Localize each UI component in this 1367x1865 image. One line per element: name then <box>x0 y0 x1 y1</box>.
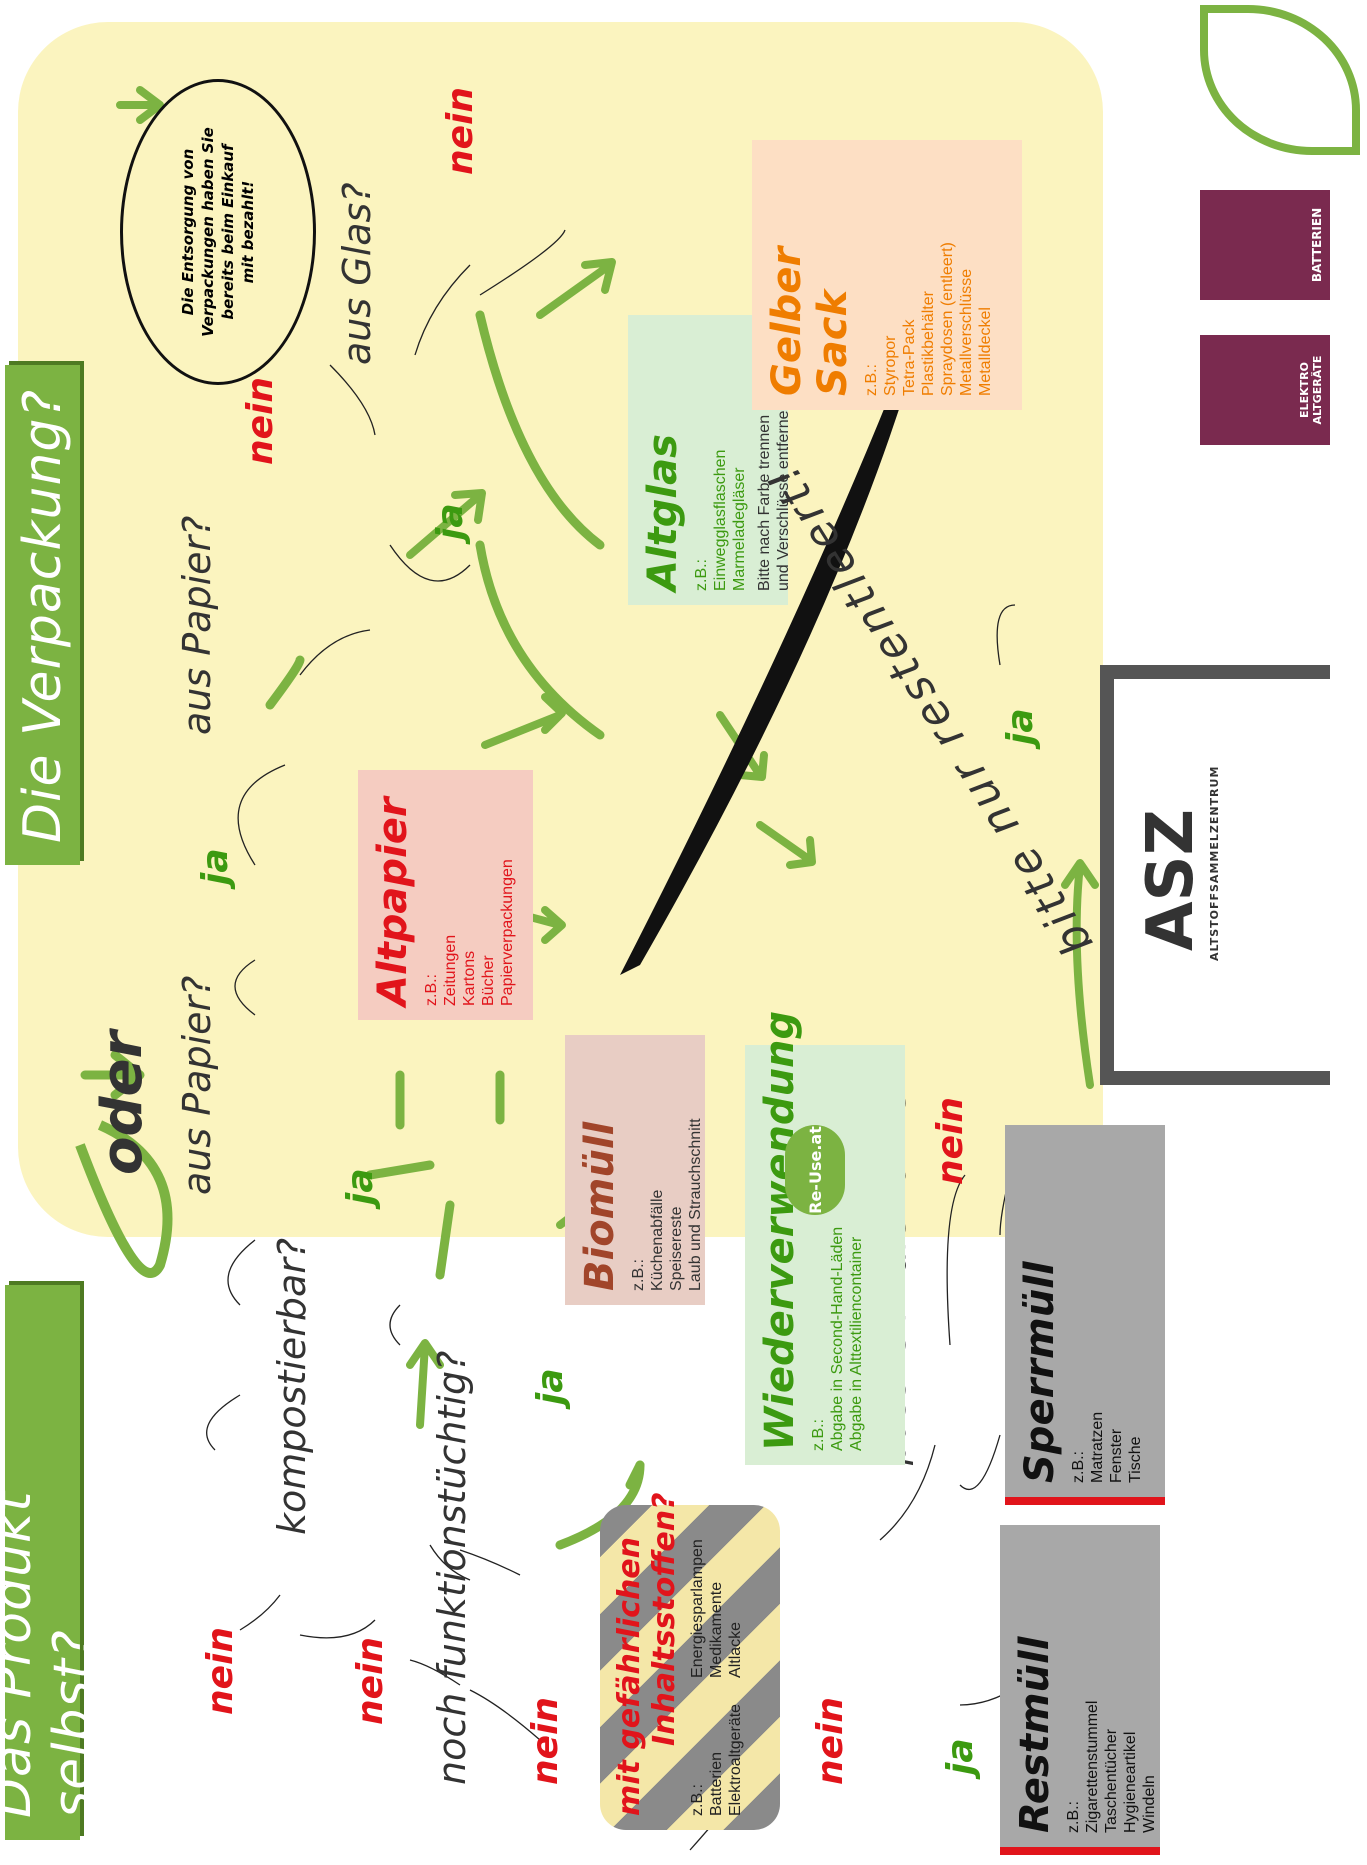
wiederverwendung-title: Wiederverwendung <box>757 1010 803 1451</box>
oder-label: oder <box>90 1030 155 1175</box>
answer-nein-6: nein <box>440 86 481 175</box>
biomuell-items: z.B.: Küchenabfälle Speisereste Laub und… <box>630 1118 704 1291</box>
question-compost: kompostierbar? <box>270 1237 314 1535</box>
asz-building: ASZ ALTSTOFFSAMMELZENTRUM <box>1100 665 1330 1085</box>
question-paper-packaging: aus Papier? <box>175 515 219 735</box>
asz-title: ASZ <box>1134 808 1208 951</box>
question-functional: noch funktionstüchtig? <box>430 1350 474 1785</box>
answer-nein-4: nein <box>810 1696 851 1785</box>
question-glass: aus Glas? <box>335 182 379 365</box>
gefaehrlich-title-2: Inhaltsstoffen? <box>647 1492 682 1747</box>
sperrmuell-items: z.B.: Matratzen Fenster Tische <box>1070 1411 1144 1483</box>
gefaehrlich-title-1: mit gefährlichen <box>612 1536 647 1816</box>
box-restmuell: Restmüll z.B.: Zigarettenstummel Taschen… <box>1000 1525 1160 1855</box>
wiederverwendung-items: z.B.: Abgabe in Second-Hand-Läden Abgabe… <box>810 1226 865 1451</box>
answer-nein-5: nein <box>240 376 281 465</box>
question-paper-product: aus Papier? <box>175 975 219 1195</box>
reuse-logo-suffix: .at <box>805 1126 825 1151</box>
answer-ja-6: ja <box>1000 708 1041 745</box>
altpapier-items: z.B.: Zeitungen Kartons Bücher Papierver… <box>423 859 516 1006</box>
answer-ja-5: ja <box>940 1738 981 1775</box>
sperrmuell-title: Sperrmüll <box>1017 1261 1063 1483</box>
speech-bubble: Die Entsorgung von Verpackungen haben Si… <box>120 79 316 385</box>
altglas-title: Altglas <box>640 434 686 591</box>
box-gelber-sack: Gelber Sack z.B.: Styropor Tetra-Pack Pl… <box>752 140 1022 410</box>
reuse-logo: Re-Use.at <box>785 1125 845 1215</box>
gefaehrlich-col1: z.B.: Batterien Elektroaltgeräte <box>689 1703 744 1816</box>
restmuell-title: Restmüll <box>1012 1636 1058 1833</box>
gelber-sack-items: z.B.: Styropor Tetra-Pack Plastikbehälte… <box>863 242 994 396</box>
answer-ja-4: ja <box>530 1368 571 1405</box>
biomuell-title: Biomüll <box>577 1121 623 1291</box>
speech-text: Die Entsorgung von Verpackungen haben Si… <box>179 127 257 337</box>
altpapier-title: Altpapier <box>370 797 416 1006</box>
banner-product: Das Produkt selbst? <box>0 1285 103 1840</box>
box-gefaehrlich: mit gefährlichen Inhaltsstoffen? z.B.: B… <box>600 1492 780 1830</box>
batterien-label: BATTERIEN <box>1310 207 1324 283</box>
answer-nein-3: nein <box>525 1696 566 1785</box>
reuse-logo-text: Re-Use <box>805 1150 825 1214</box>
banner-packaging: Die Verpackung? <box>5 365 80 865</box>
gefaehrlich-col2: Energiesparlampen Medikamente Altlacke <box>689 1539 744 1678</box>
answer-nein-1: nein <box>200 1626 241 1715</box>
elektro-label: ELEKTRO ALTGERÄTE <box>1298 355 1324 425</box>
altglas-items: z.B.: Einwegglasflaschen Marmeladegläser <box>693 449 748 591</box>
box-wiederverwendung: Wiederverwendung z.B.: Abgabe in Second-… <box>745 1010 905 1465</box>
answer-nein-7: nein <box>930 1096 971 1185</box>
box-altpapier: Altpapier z.B.: Zeitungen Kartons Bücher… <box>358 770 533 1020</box>
answer-ja-2: ja <box>430 503 471 540</box>
answer-ja-1: ja <box>195 848 236 885</box>
gelber-sack-title: Gelber Sack <box>764 246 856 396</box>
answer-ja-3: ja <box>340 1168 381 1205</box>
restmuell-items: z.B.: Zigarettenstummel Taschentücher Hy… <box>1065 1700 1158 1834</box>
box-sperrmuell: Sperrmüll z.B.: Matratzen Fenster Tische <box>1005 1125 1165 1505</box>
answer-nein-2: nein <box>350 1636 391 1725</box>
batterien-sign: BATTERIEN <box>1200 190 1330 300</box>
box-biomuell: Biomüll z.B.: Küchenabfälle Speisereste … <box>565 1035 705 1305</box>
asz-subtitle: ALTSTOFFSAMMELZENTRUM <box>1208 765 1221 961</box>
elektro-sign: ELEKTRO ALTGERÄTE <box>1200 335 1330 445</box>
